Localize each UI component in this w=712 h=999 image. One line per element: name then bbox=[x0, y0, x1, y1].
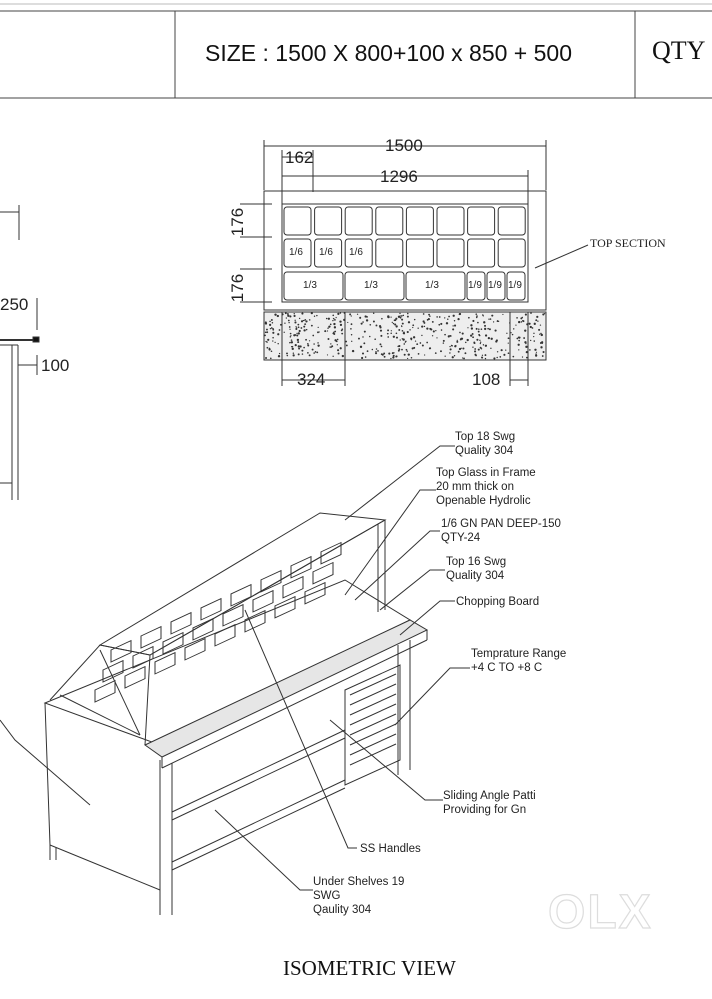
pan-label: 1/9 bbox=[508, 280, 522, 291]
iso-pan bbox=[170, 611, 192, 635]
iso-pan bbox=[192, 617, 214, 641]
callout-temperature: Temprature Range+4 C TO +8 C bbox=[471, 648, 567, 674]
iso-pan bbox=[244, 609, 266, 633]
iso-pan bbox=[282, 575, 304, 599]
iso-pan bbox=[132, 645, 154, 669]
iso-pan bbox=[200, 597, 222, 621]
olx-watermark: OLX bbox=[547, 885, 653, 939]
iso-pan bbox=[140, 625, 162, 649]
size-label: SIZE : 1500 X 800+100 x 850 + 500 bbox=[205, 40, 573, 66]
pan-label: 1/3 bbox=[303, 280, 317, 291]
iso-pan bbox=[214, 623, 236, 647]
pan-label: 1/6 bbox=[349, 247, 363, 258]
iso-pan bbox=[102, 659, 124, 683]
gn-pan bbox=[506, 271, 526, 301]
dim-row2: 176 bbox=[228, 273, 248, 303]
side-view bbox=[0, 205, 40, 500]
gn-pan bbox=[497, 238, 526, 268]
pan-label: 1/6 bbox=[319, 247, 333, 258]
iso-pan bbox=[252, 589, 274, 613]
dim-100: 100 bbox=[41, 356, 70, 375]
chopping-board-plan bbox=[263, 311, 547, 361]
iso-pan bbox=[290, 555, 312, 579]
iso-pan bbox=[274, 595, 296, 619]
iso-pan bbox=[222, 603, 244, 627]
pan-label: 1/9 bbox=[468, 280, 482, 291]
gn-pan bbox=[467, 238, 496, 268]
leader-lines bbox=[0, 445, 470, 891]
iso-pan bbox=[304, 581, 326, 605]
gn-pan bbox=[466, 271, 486, 301]
isometric-view-title: ISOMETRIC VIEW bbox=[283, 956, 456, 980]
gn-pan bbox=[344, 238, 373, 268]
gn-pan bbox=[436, 206, 465, 236]
gn-pan bbox=[467, 206, 496, 236]
iso-pan bbox=[260, 569, 282, 593]
pan-label: 1/3 bbox=[425, 280, 439, 291]
iso-pan bbox=[110, 639, 132, 663]
pan-label: 1/3 bbox=[364, 280, 378, 291]
iso-pan bbox=[184, 637, 206, 661]
gn-pan bbox=[405, 238, 434, 268]
isometric-counter bbox=[43, 512, 429, 915]
gn-pan bbox=[375, 206, 404, 236]
dim-ninth-pan: 108 bbox=[472, 370, 501, 389]
iso-pan bbox=[94, 679, 116, 703]
pan-label: 1/6 bbox=[289, 247, 303, 258]
gn-pan bbox=[436, 238, 465, 268]
iso-pan bbox=[312, 561, 334, 585]
title-block bbox=[0, 3, 712, 99]
qty-label: QTY bbox=[652, 36, 706, 65]
iso-pan bbox=[230, 583, 252, 607]
iso-pan bbox=[320, 541, 342, 565]
top-section-label: TOP SECTION bbox=[590, 236, 666, 250]
top-section-plan bbox=[240, 140, 589, 386]
gn-pan bbox=[344, 206, 373, 236]
gn-pan bbox=[497, 206, 526, 236]
dim-third-pan: 324 bbox=[297, 370, 326, 389]
callout-chopping-board: Chopping Board bbox=[456, 596, 540, 608]
gn-pan bbox=[405, 206, 434, 236]
gn-pan bbox=[283, 238, 312, 268]
gn-pan bbox=[314, 206, 343, 236]
iso-pan bbox=[124, 665, 146, 689]
gn-pan bbox=[314, 238, 343, 268]
gn-pan bbox=[283, 271, 344, 301]
pan-label: 1/9 bbox=[488, 280, 502, 291]
gn-pan bbox=[486, 271, 506, 301]
gn-pan bbox=[344, 271, 405, 301]
dim-inner: 1296 bbox=[380, 167, 418, 186]
iso-pan bbox=[154, 651, 176, 675]
callout-ss-handles: SS Handles bbox=[360, 843, 421, 855]
gn-pan bbox=[405, 271, 466, 301]
dim-overall: 1500 bbox=[385, 136, 423, 155]
iso-pan bbox=[162, 631, 184, 655]
gn-pan bbox=[283, 206, 312, 236]
dim-250: 250 bbox=[0, 295, 29, 314]
dim-row1: 176 bbox=[228, 207, 248, 237]
gn-pan bbox=[375, 238, 404, 268]
dim-pan-width: 162 bbox=[285, 148, 314, 167]
